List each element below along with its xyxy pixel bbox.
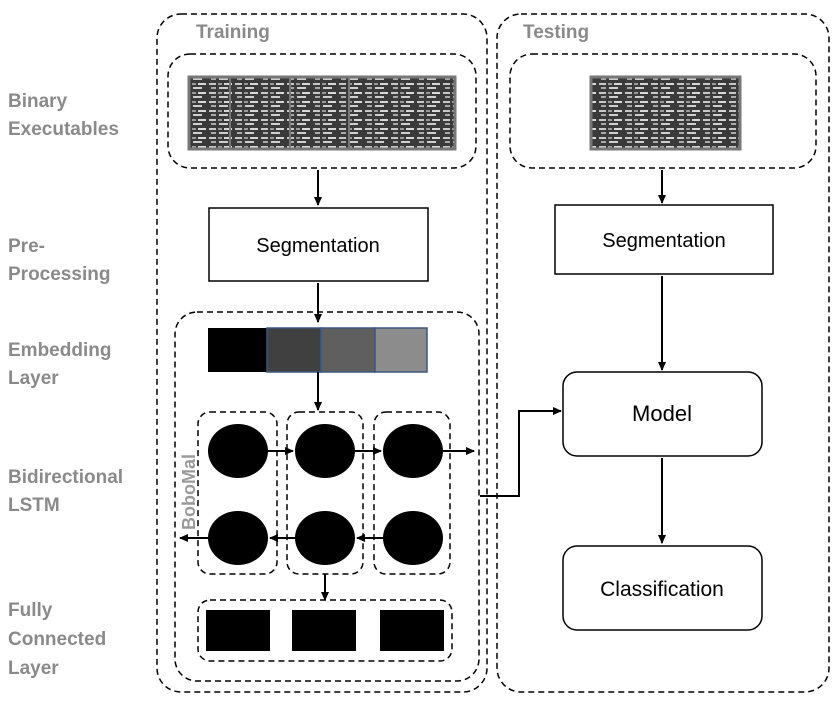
svg-text:Processing: Processing [8, 264, 110, 285]
lstm-forward-node-2 [295, 424, 355, 478]
dense-unit-3 [380, 610, 444, 651]
classification-label: Classification [600, 578, 724, 601]
side-label-binary-executables: Binary Executables [8, 91, 119, 140]
embedding-square-2 [266, 327, 322, 373]
embedding-square-1 [208, 328, 267, 372]
testing-segmentation-box [554, 204, 774, 275]
training-title: Training [196, 22, 270, 43]
model-box [562, 371, 763, 457]
classification-box [562, 545, 763, 631]
svg-text:Executables: Executables [8, 119, 119, 140]
dense-group [197, 599, 453, 662]
testing-title: Testing [523, 22, 589, 43]
svg-text:Pre-: Pre- [8, 236, 45, 257]
side-label-embedding-layer: Embedding Layer [8, 340, 111, 389]
model-label: Model [632, 401, 692, 426]
svg-text:LSTM: LSTM [8, 495, 60, 516]
svg-text:Connected: Connected [8, 629, 106, 650]
lstm-column-1 [197, 411, 278, 575]
embedding-square-4 [374, 327, 428, 373]
lstm-backward-node-2 [295, 511, 355, 565]
svg-text:Fully: Fully [8, 600, 53, 621]
testing-segmentation-label: Segmentation [602, 230, 725, 252]
embedding-square-3 [320, 327, 376, 373]
training-segmentation-box [208, 207, 429, 282]
side-label-bidirectional-lstm: Bidirectional LSTM [8, 467, 123, 516]
testing-panel [496, 13, 830, 693]
lstm-backward-node-1 [208, 511, 268, 565]
training-binary-group [167, 53, 477, 169]
lstm-forward-node-3 [383, 424, 443, 478]
testing-binary-group [509, 53, 817, 169]
side-label-preprocessing: Pre- Processing [8, 236, 110, 285]
svg-text:Embedding: Embedding [8, 340, 111, 361]
lstm-forward-node-1 [208, 424, 268, 478]
arrow-training-to-model [480, 407, 562, 497]
svg-text:Bidirectional: Bidirectional [8, 467, 123, 488]
bobomal-group [174, 311, 480, 682]
svg-text:Layer: Layer [8, 368, 59, 389]
training-binary-image [187, 75, 457, 151]
svg-text:Layer: Layer [8, 658, 59, 679]
side-label-fully-connected-layer: Fully Connected Layer [8, 600, 106, 679]
training-segmentation-label: Segmentation [256, 235, 379, 257]
bobomal-label: BoboMal [179, 454, 199, 530]
testing-binary-image [589, 75, 742, 151]
lstm-backward-node-3 [383, 511, 443, 565]
dense-unit-2 [292, 610, 356, 651]
training-panel [156, 13, 488, 693]
svg-text:Binary: Binary [8, 91, 68, 112]
dense-unit-1 [206, 610, 270, 651]
lstm-column-3 [373, 411, 451, 575]
